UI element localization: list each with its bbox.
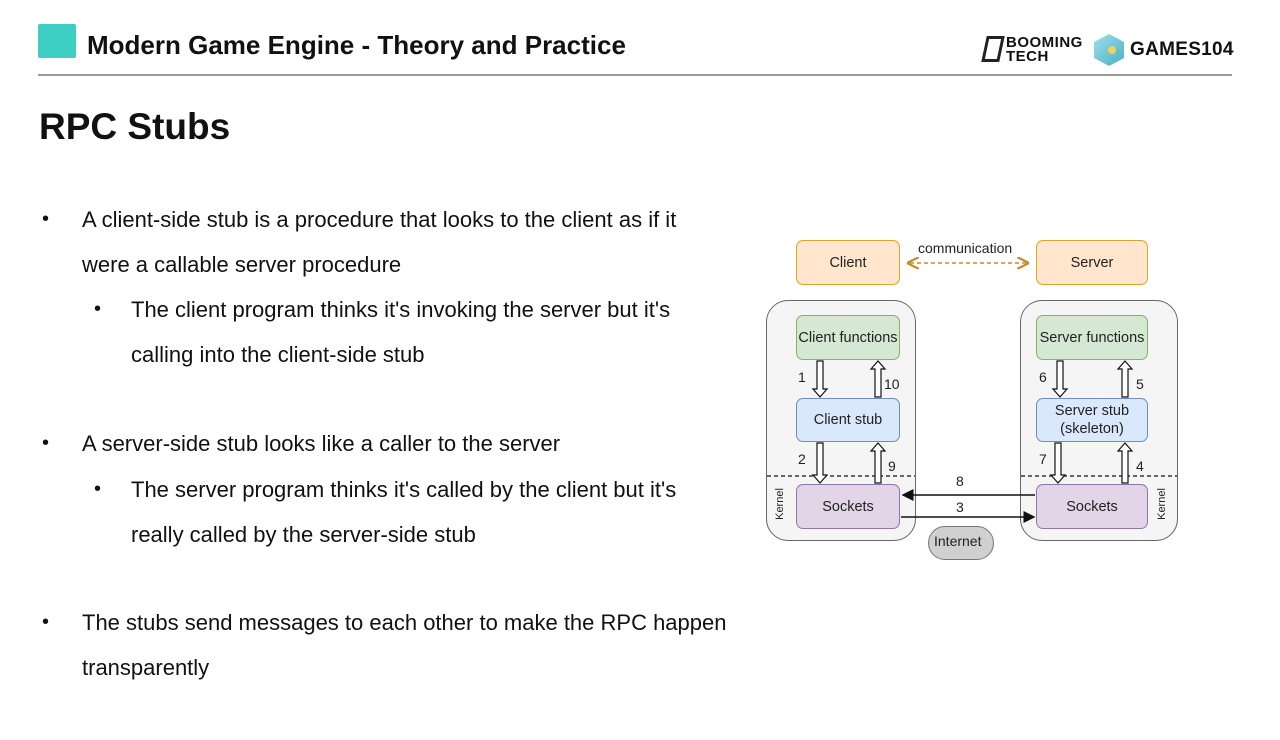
step-label: 9 — [888, 458, 896, 474]
step-label: 8 — [956, 473, 964, 489]
games104-cube-dot — [1108, 46, 1116, 54]
bullet-3: The stubs send messages to each other to… — [82, 610, 727, 680]
bullet-1: A client-side stub is a procedure that l… — [82, 207, 677, 277]
server-box: Server — [1036, 240, 1148, 285]
down-block-arrow — [811, 360, 829, 398]
step-label: 2 — [798, 451, 806, 467]
server-sockets-box: Sockets — [1036, 484, 1148, 529]
bullet-2: A server-side stub looks like a caller t… — [82, 431, 561, 456]
down-block-arrow — [811, 442, 829, 484]
server-stub-box: Server stub(skeleton) — [1036, 398, 1148, 442]
step-label: 10 — [884, 376, 900, 392]
step-label: 5 — [1136, 376, 1144, 392]
sub-bullet-1: The client program thinks it's invoking … — [131, 297, 671, 367]
client-stub-box: Client stub — [796, 398, 900, 442]
header-title: Modern Game Engine - Theory and Practice — [87, 30, 626, 60]
internet-cloud-icon — [928, 526, 994, 560]
bullet-marker: • — [42, 611, 50, 633]
client-box: Client — [796, 240, 900, 285]
sub-bullet-2: The server program thinks it's called by… — [131, 477, 677, 547]
step-label: 3 — [956, 499, 964, 515]
down-block-arrow — [1051, 360, 1069, 398]
course-logo-icon — [38, 24, 76, 58]
bullet-marker: • — [94, 298, 102, 320]
up-block-arrow — [869, 442, 887, 484]
client-functions-box: Client functions — [796, 315, 900, 360]
client-sockets-box: Sockets — [796, 484, 900, 529]
up-block-arrow — [869, 360, 887, 398]
internet-label: Internet — [934, 533, 982, 549]
down-block-arrow — [1049, 442, 1067, 484]
bullet-marker: • — [42, 432, 50, 454]
step-label: 6 — [1039, 369, 1047, 385]
up-block-arrow — [1116, 360, 1134, 398]
slide-title: RPC Stubs — [39, 106, 231, 147]
communication-label: communication — [918, 240, 1013, 256]
step-label: 4 — [1136, 458, 1144, 474]
bullet-marker: • — [94, 478, 102, 500]
step-label: 7 — [1039, 451, 1047, 467]
header-divider — [38, 74, 1232, 76]
up-block-arrow — [1116, 442, 1134, 484]
bullet-marker: • — [42, 208, 50, 230]
games104-logo: GAMES104 — [1130, 39, 1234, 60]
server-functions-box: Server functions — [1036, 315, 1148, 360]
step-label: 1 — [798, 369, 806, 385]
